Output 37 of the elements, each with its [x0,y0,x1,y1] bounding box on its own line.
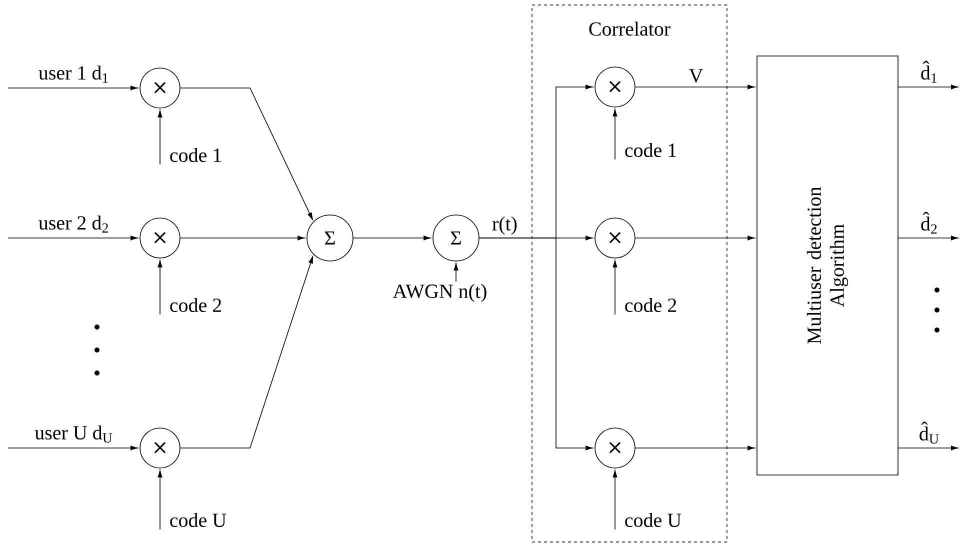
edge-label: r(t) [490,215,519,236]
edge-label: user 2 d$_{2}$ [37,214,110,234]
detector-box: Multiuser detection Algorithm [756,56,898,476]
arrow [898,446,958,450]
code-label: code 1 [625,142,676,158]
arrow [180,256,314,448]
arrow [898,236,958,240]
arrow [180,88,313,220]
edge-label: d̂$_{2}$ [919,210,939,235]
edge-label: V [688,68,704,84]
arrow [158,470,162,530]
code-label: code U [170,512,226,528]
arrow [612,260,618,315]
arrow [635,236,755,240]
arrow [479,238,593,450]
arrow [180,236,305,240]
arrow [353,236,431,240]
arrow [454,263,458,282]
arrow [8,236,138,240]
code-label: code 2 [170,298,222,312]
edge-label: d̂$_{U}$ [918,420,940,445]
code-label: code 2 [625,298,676,312]
noise-label: AWGN n(t) [392,284,486,302]
arrow [8,446,138,450]
arrow [158,260,162,315]
arrow [898,84,958,90]
arrow [612,109,618,160]
code-label: code U [625,512,682,528]
arrow [612,470,618,530]
edge-label: user U d$_{U}$ [34,424,114,444]
edge-label: d̂$_{1}$ [919,60,939,84]
arrow [158,110,162,165]
arrow [635,84,755,90]
edge-label: user 1 d$_{1}$ [37,64,110,84]
arrow [8,86,138,90]
arrow [635,446,755,450]
code-label: code 1 [170,148,221,162]
